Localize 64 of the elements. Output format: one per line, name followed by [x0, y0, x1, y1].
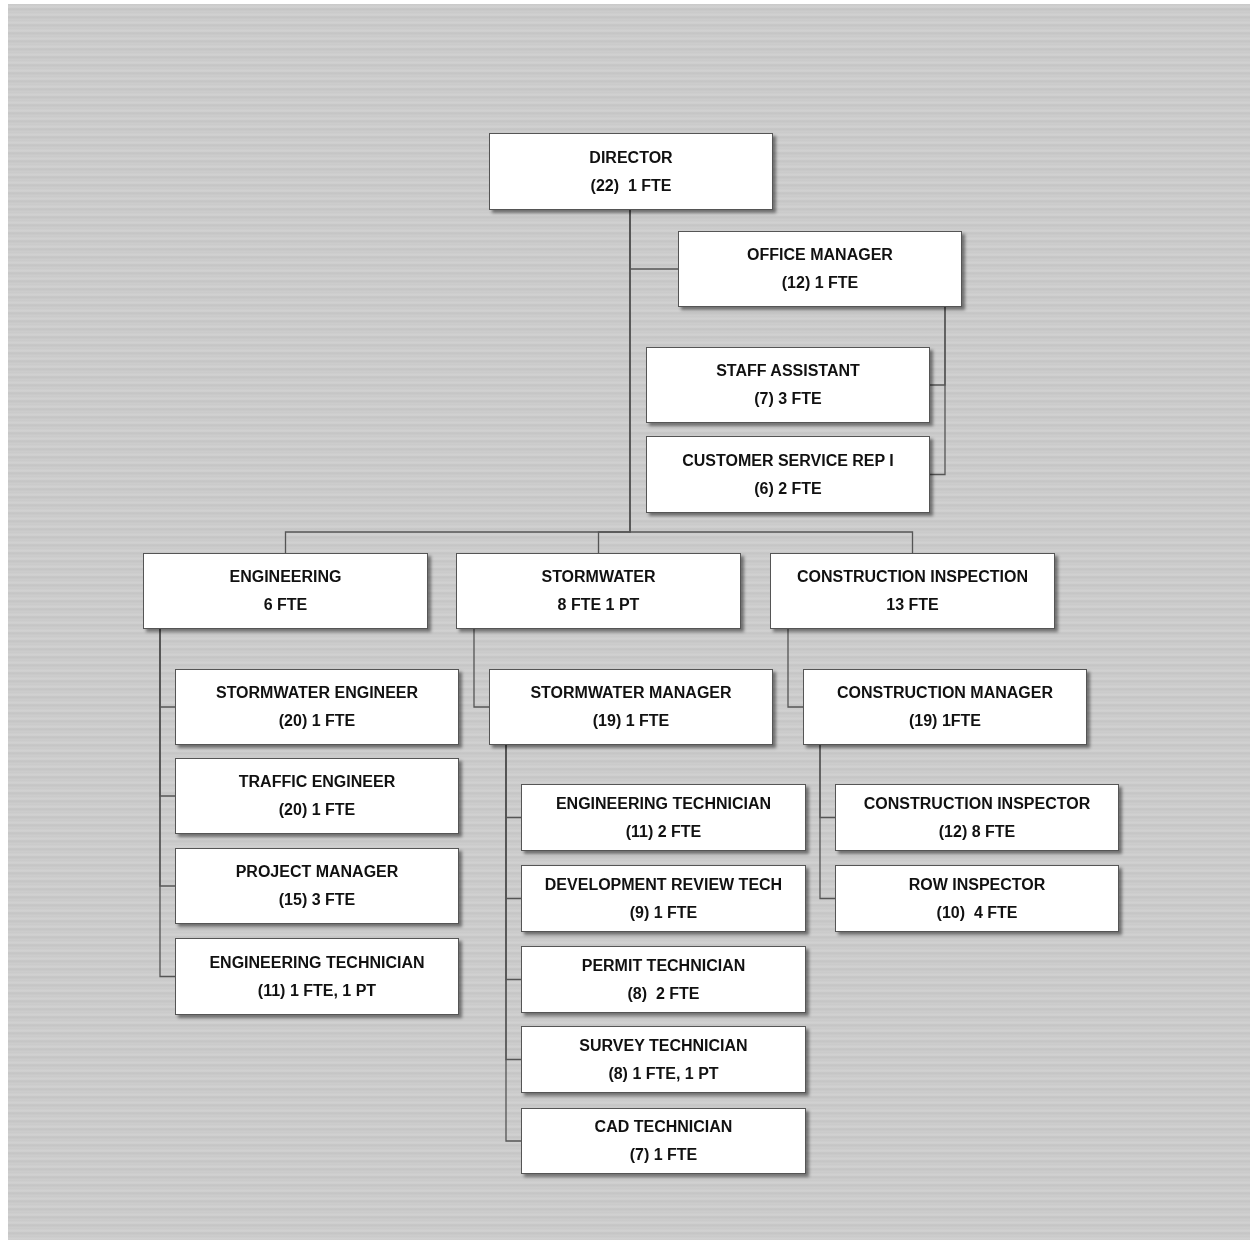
position-title: CAD TECHNICIAN	[594, 1118, 733, 1136]
staff-count: (8) 2 FTE	[627, 984, 700, 1003]
staff-count: (19) 1FTE	[909, 712, 981, 730]
position-title: SURVEY TECHNICIAN	[579, 1036, 748, 1055]
connector-line	[929, 306, 946, 476]
org-position-box	[646, 436, 930, 513]
staff-count: (9) 1 FTE	[629, 903, 698, 922]
position-title: PERMIT TECHNICIAN	[581, 956, 746, 975]
org-position-box	[521, 946, 806, 1013]
org-position-box	[175, 848, 459, 924]
staff-count: (20) 1 FTE	[278, 712, 356, 730]
org-position-box	[521, 784, 806, 851]
position-title: ENGINEERING TECHNICIAN	[209, 953, 425, 972]
staff-count: (11) 2 FTE	[625, 822, 702, 841]
staff-count: (20) 1 FTE	[278, 801, 356, 819]
org-position-box	[175, 758, 459, 834]
position-title: PROJECT MANAGER	[235, 863, 399, 881]
org-position-box	[835, 865, 1119, 932]
staff-count: (19) 1 FTE	[592, 712, 670, 730]
position-title: CONSTRUCTION INSPECTION	[796, 568, 1029, 586]
position-title: STORMWATER ENGINEER	[215, 684, 419, 702]
org-position-box	[489, 669, 773, 745]
staff-count: (7) 1 FTE	[629, 1146, 698, 1164]
staff-count: (6) 2 FTE	[754, 479, 822, 498]
position-title: CUSTOMER SERVICE REP I	[682, 451, 894, 470]
org-position-box	[175, 938, 459, 1015]
connector-line	[819, 744, 836, 900]
org-position-box	[835, 784, 1119, 851]
org-position-box	[521, 1026, 806, 1093]
position-title: ENGINEERING TECHNICIAN	[555, 794, 772, 813]
position-title: CONSTRUCTION INSPECTOR	[863, 794, 1091, 813]
staff-count: (11) 1 FTE, 1 PT	[257, 981, 377, 1000]
staff-count: 13 FTE	[886, 596, 939, 614]
position-title: OFFICE MANAGER	[747, 246, 893, 264]
staff-count: (15) 3 FTE	[278, 891, 356, 909]
org-position-box	[456, 553, 741, 629]
org-position-box	[646, 347, 930, 423]
staff-count: 6 FTE	[263, 596, 308, 614]
staff-count: 8 FTE 1 PT	[557, 596, 640, 614]
position-title: STAFF ASSISTANT	[716, 362, 860, 380]
org-position-box	[770, 553, 1055, 629]
position-title: ENGINEERING	[229, 568, 342, 586]
staff-count: (22) 1 FTE	[590, 176, 672, 195]
connector-line	[787, 628, 804, 708]
staff-count: (10) 4 FTE	[936, 903, 1018, 922]
position-title: TRAFFIC ENGINEER	[238, 773, 396, 791]
position-title: CONSTRUCTION MANAGER	[837, 684, 1053, 702]
org-position-box	[143, 553, 428, 629]
position-title: STORMWATER	[541, 568, 656, 586]
org-position-box	[803, 669, 1087, 745]
staff-count: (8) 1 FTE, 1 PT	[608, 1064, 719, 1083]
org-position-box	[678, 231, 962, 307]
connector-line	[473, 628, 490, 708]
org-position-box	[175, 669, 459, 745]
position-title: STORMWATER MANAGER	[530, 684, 732, 702]
position-title: ROW INSPECTOR	[908, 875, 1046, 894]
org-position-box	[489, 133, 773, 210]
staff-count: (7) 3 FTE	[754, 390, 822, 408]
org-position-box	[521, 865, 806, 932]
staff-count: (12) 8 FTE	[938, 822, 1016, 841]
staff-count: (12) 1 FTE	[781, 274, 859, 292]
position-title: DIRECTOR	[589, 148, 673, 167]
position-title: DEVELOPMENT REVIEW TECH	[544, 875, 783, 894]
org-position-box	[521, 1108, 806, 1174]
